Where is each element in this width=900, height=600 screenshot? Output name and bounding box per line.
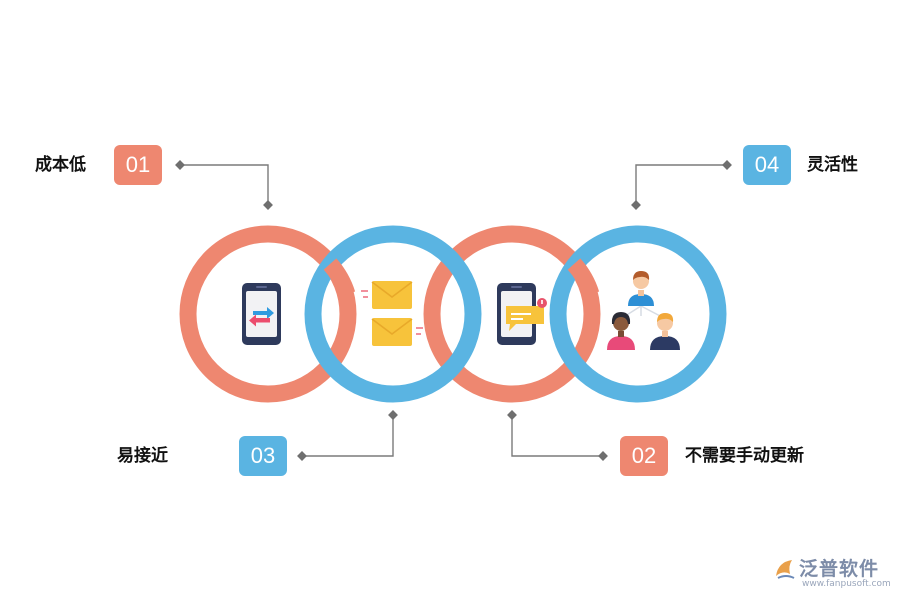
label-01: 成本低 <box>35 155 86 175</box>
label-02: 不需要手动更新 <box>685 446 804 466</box>
phone-transfer-icon <box>242 283 281 345</box>
envelopes-icon <box>361 281 423 346</box>
badge-02: 02 <box>620 436 668 476</box>
label-03: 易接近 <box>117 446 168 466</box>
watermark-brand: 泛普软件 <box>799 558 880 580</box>
connector-dots <box>175 160 732 461</box>
ring-4 <box>549 225 727 403</box>
badge-01: 01 <box>114 145 162 185</box>
ring-1-overlap <box>323 258 356 297</box>
label-04: 灵活性 <box>807 155 858 175</box>
ring-2 <box>304 225 482 403</box>
connector-03 <box>302 415 394 457</box>
connector-02 <box>511 415 603 457</box>
connector-04 <box>635 164 727 205</box>
ring-3-overlap <box>567 258 600 297</box>
connector-01 <box>180 164 269 205</box>
phone-message-icon <box>497 283 547 345</box>
watermark: 泛普软件 www.fanpusoft.com <box>772 552 897 594</box>
badge-03: 03 <box>239 436 287 476</box>
watermark-url: www.fanpusoft.com <box>802 579 891 589</box>
logo-icon <box>776 560 795 579</box>
connectors <box>180 164 727 457</box>
ring-3 <box>423 225 601 403</box>
people-network-icon <box>607 271 680 350</box>
ring-1 <box>179 225 357 403</box>
badge-04: 04 <box>743 145 791 185</box>
